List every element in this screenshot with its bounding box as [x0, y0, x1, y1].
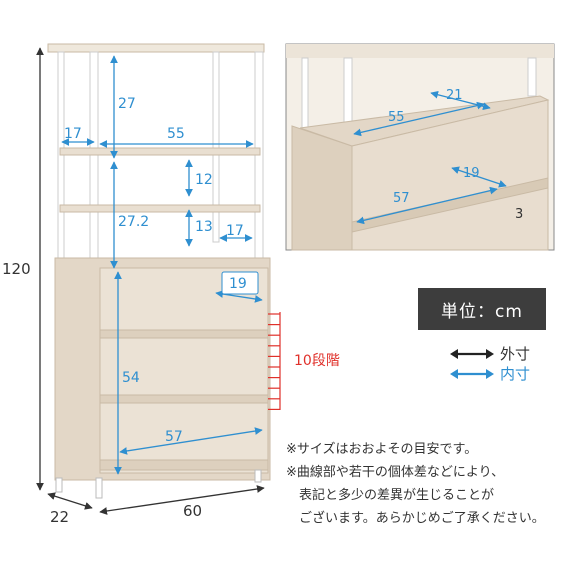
top-width-label: 55 [167, 126, 185, 142]
legend-outer-label: 外寸 [500, 345, 531, 363]
top-side-depth-label: 17 [64, 126, 82, 142]
left-back-post [57, 51, 65, 263]
legend-inner: 内寸 [450, 363, 560, 383]
cabinet-bottom [99, 459, 269, 471]
middle-shelf [59, 204, 261, 213]
inset-post-left [301, 57, 309, 129]
note-line: ※曲線部や若干の個体差などにより、 [286, 465, 505, 480]
left-front-post [89, 51, 99, 263]
inset-post-right [527, 57, 537, 97]
top-height-label: 27 [118, 96, 136, 112]
inset-width-bottom-label: 57 [393, 191, 410, 206]
inner-arrow-icon [450, 368, 494, 379]
legend-outer: 外寸 [450, 343, 560, 363]
outer-arrow-icon [450, 348, 494, 359]
right-front-post [254, 51, 264, 263]
right-back-post [212, 51, 220, 243]
leg-front-right [254, 469, 262, 483]
note-line: ございます。あらかじめご了承ください。 [286, 511, 545, 526]
note-line: 表記と多少の差異が生じることが [286, 488, 495, 503]
cab-height-label: 54 [122, 370, 140, 386]
inset-depth-top-label: 21 [446, 88, 463, 103]
depth-22-label: 22 [50, 508, 69, 526]
height-120-label: 120 [2, 260, 31, 278]
cab-depth-label: 19 [229, 276, 247, 292]
top-board [47, 43, 265, 53]
width-60-label: 60 [183, 502, 202, 520]
inset-depth-bottom-label: 19 [463, 166, 480, 181]
inset-top-board [286, 44, 554, 58]
cab-width-label: 57 [165, 429, 183, 445]
upper-shelf [59, 147, 261, 156]
inner-dimensions: 17 27 55 12 13 27.2 17 19 54 57 [61, 55, 263, 475]
shelf-illustration [47, 43, 271, 499]
adjust-a-label: 12 [195, 172, 213, 188]
notes: ※サイズはおおよその目安です。 ※曲線部や若干の個体差などにより、 表記と多少の… [286, 438, 566, 530]
leg-left [55, 477, 63, 493]
mid-side-depth-label: 17 [226, 223, 244, 239]
mid-height-label: 27.2 [118, 214, 149, 230]
tier-marker: 10段階 [268, 312, 340, 410]
outer-dimensions: 120 22 60 [2, 47, 265, 526]
note-line: ※サイズはおおよその目安です。 [286, 442, 478, 457]
leg-front-left [95, 477, 103, 499]
legend-inner-label: 内寸 [500, 365, 531, 383]
adjust-b-label: 13 [195, 219, 213, 235]
unit-label-box: 単位：cm [418, 288, 546, 330]
cabinet-shelf-1 [99, 329, 269, 339]
tiers-label: 10段階 [294, 353, 340, 369]
inset-width-top-label: 55 [388, 110, 405, 125]
inset-closeup: 21 55 19 57 3 [285, 43, 555, 251]
cabinet-shelf-2 [99, 394, 269, 404]
unit-label: 単位：cm [441, 301, 523, 322]
inset-pitch-label: 3 [515, 207, 523, 222]
